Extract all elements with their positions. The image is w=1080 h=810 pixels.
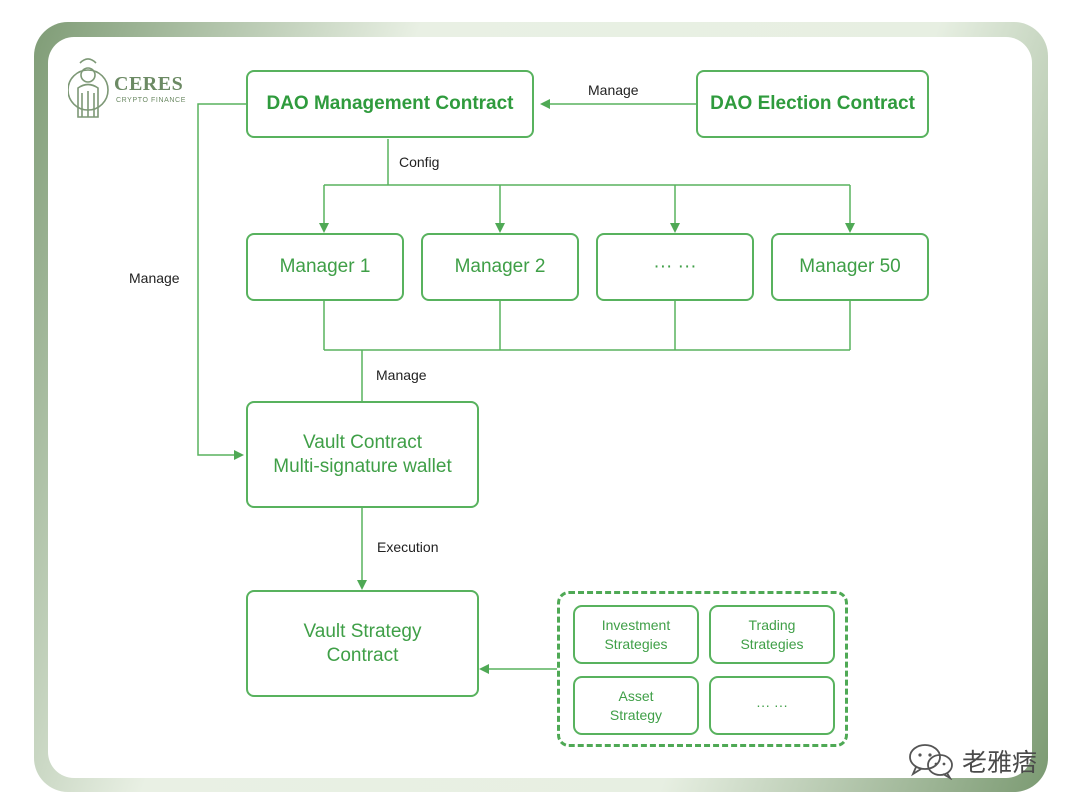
manager-2: Manager 2 bbox=[421, 233, 579, 301]
wechat-icon bbox=[909, 744, 953, 780]
dao-management-contract: DAO Management Contract bbox=[246, 70, 534, 138]
manager-1: Manager 1 bbox=[246, 233, 404, 301]
label-left-manage: Manage bbox=[129, 270, 180, 286]
trading-strategies: Trading Strategies bbox=[709, 605, 835, 664]
label-execution: Execution bbox=[377, 539, 439, 555]
dao-election-contract: DAO Election Contract bbox=[696, 70, 929, 138]
investment-strategies: Investment Strategies bbox=[573, 605, 699, 664]
label-election-manage: Manage bbox=[588, 82, 639, 98]
strategies-group bbox=[557, 591, 848, 747]
vault-contract: Vault Contract Multi-signature wallet bbox=[246, 401, 479, 508]
diagram-card bbox=[48, 37, 1032, 778]
ceres-logo-icon bbox=[68, 58, 109, 118]
more-strategies: ··· ··· bbox=[709, 676, 835, 735]
edge-management-to-vault bbox=[197, 103, 247, 460]
logo-name: CERES bbox=[114, 73, 184, 95]
manager-ellipsis: ··· ··· bbox=[596, 233, 754, 301]
manager-50: Manager 50 bbox=[771, 233, 929, 301]
label-managers-manage: Manage bbox=[376, 367, 427, 383]
label-config: Config bbox=[399, 154, 440, 170]
logo-tagline: CRYPTO FINANCE bbox=[116, 97, 186, 104]
vault-strategy-contract: Vault Strategy Contract bbox=[246, 590, 479, 697]
watermark-text: 老雅痞 bbox=[962, 748, 1038, 777]
asset-strategy: Asset Strategy bbox=[573, 676, 699, 735]
